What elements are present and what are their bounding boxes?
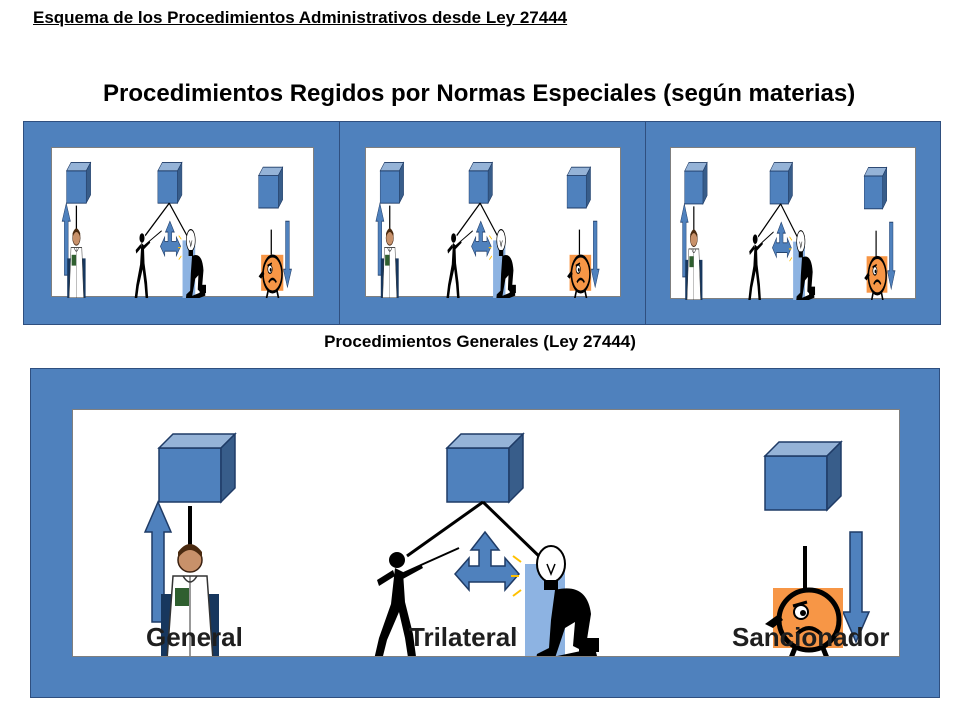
special-procedures-title: Procedimientos Regidos por Normas Especi… [103,80,856,107]
main-title: Esquema de los Procedimientos Administra… [33,8,568,27]
special-scheme-1 [51,147,314,297]
scheme-diagram [366,148,622,298]
special-scheme-2 [365,147,621,297]
special-scheme-3 [670,147,916,299]
general-scheme-diagram [73,410,899,656]
panel-divider [645,122,646,324]
general-procedures-panel: General Trilateral Sancionador [30,368,940,698]
panel-divider [339,122,340,324]
label-trilateral: Trilateral [409,622,518,652]
label-sancionador: Sancionador [732,622,890,652]
scheme-diagram [52,148,315,298]
general-scheme: General Trilateral Sancionador [72,409,900,657]
scheme-diagram [671,148,917,300]
label-general: General [146,622,243,652]
general-procedures-title: Procedimientos Generales (Ley 27444) [324,332,636,351]
special-procedures-panel [23,121,941,325]
